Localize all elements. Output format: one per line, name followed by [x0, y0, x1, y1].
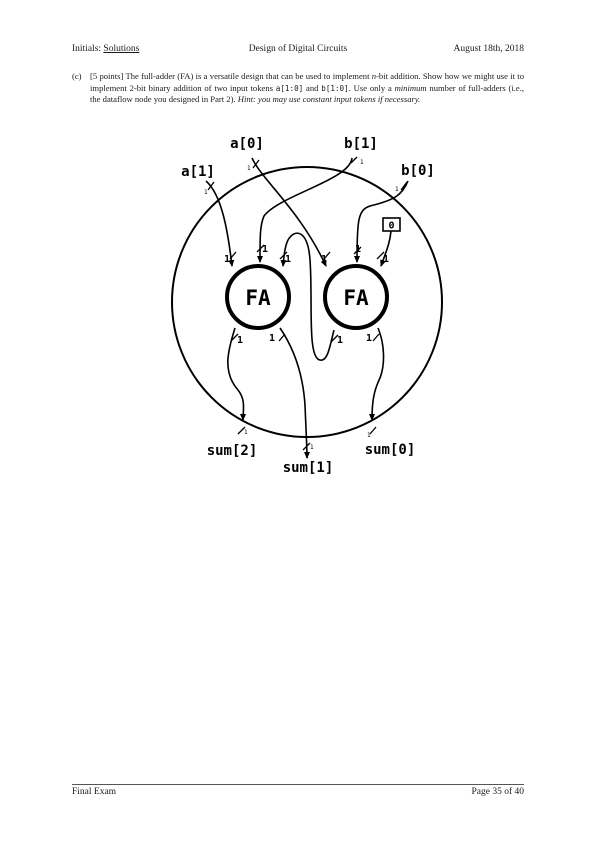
fa-label-left: FA [245, 286, 271, 310]
bw-a0: 1 [247, 165, 251, 172]
fa-node-right [323, 264, 389, 330]
bw-fa1-in2: 1 [262, 244, 268, 255]
header-course: Design of Digital Circuits [248, 44, 348, 54]
bit-width-ticks [207, 156, 408, 451]
enclosing-circle [171, 166, 443, 438]
problem-label: (c) [72, 71, 82, 81]
bw-b1: 1 [360, 159, 364, 166]
wire-a0 [251, 157, 327, 267]
problem-n: n [371, 71, 377, 81]
problem-text-4: . Use only a [348, 82, 395, 93]
wire-b0 [354, 180, 409, 263]
wire-sum0 [369, 327, 385, 421]
constant-zero-label: 0 [388, 221, 394, 232]
bw-sum0: 1 [367, 432, 371, 439]
initials-value: Solutions [103, 44, 140, 54]
footer-exam: Final Exam [72, 787, 117, 797]
wire-b1 [257, 157, 353, 263]
output-sum2-label: sum[2] [207, 443, 258, 459]
problem-minimum: minimum [394, 82, 427, 93]
output-sum0-label: sum[0] [365, 442, 416, 458]
header-date: August 18th, 2018 [453, 44, 524, 54]
bw-fa2-sum: 1 [366, 333, 372, 344]
code-b: b[1:0] [321, 83, 349, 93]
footer-divider [72, 784, 524, 785]
problem-statement: (c) [5 points] The full-adder (FA) is a … [72, 71, 524, 106]
bw-fa1-cout: 1 [237, 335, 243, 346]
problem-text-5: number of full-adders (i.e., the dataflo… [90, 82, 524, 105]
bw-fa1-cin: 1 [285, 254, 291, 265]
problem-hint: Hint: you may use constant input tokens … [237, 94, 421, 105]
bw-fa2-cin: 1 [383, 254, 389, 265]
wire-sum2 [227, 327, 247, 421]
header-initials: Initials: Solutions [72, 44, 139, 54]
footer-page: Page 35 of 40 [471, 787, 524, 797]
bw-fa2-in2: 1 [355, 244, 361, 255]
code-a: a[1:0] [275, 83, 304, 93]
fa-node-left [225, 264, 291, 330]
wire-constant [380, 230, 392, 267]
problem-body: [5 points] The full-adder (FA) is a vers… [90, 71, 524, 106]
initials-label: Initials: [72, 44, 102, 54]
constant-zero-box [382, 217, 401, 232]
fa-label-right: FA [343, 286, 369, 310]
input-a1-label: a[1] [181, 164, 215, 180]
bw-fa2-in1: 1 [321, 254, 327, 265]
bw-fa2-cout: 1 [337, 335, 343, 346]
problem-text-2: -bit addition. Show how we might use it … [90, 71, 524, 93]
bw-fa1-in1: 1 [224, 254, 230, 265]
input-b0-label: b[0] [401, 163, 435, 179]
problem-text-3: and [303, 82, 322, 93]
bw-b0: 1 [395, 186, 399, 193]
input-b1-label: b[1] [344, 136, 378, 152]
bw-sum1: 1 [310, 444, 314, 451]
input-a0-label: a[0] [230, 136, 264, 152]
bw-sum2: 1 [244, 429, 248, 436]
problem-text-1: The full-adder (FA) is a versatile desig… [125, 71, 372, 81]
output-sum1-label: sum[1] [283, 460, 334, 476]
wire-sum1 [279, 327, 310, 459]
bit-width-labels: 1 1 1 1 1 1 1 1 1 1 1 1 1 1 1 1 1 [204, 159, 399, 451]
bw-fa1-sum: 1 [269, 333, 275, 344]
bw-a1: 1 [204, 189, 208, 196]
wire-carry-loop [280, 232, 335, 361]
problem-points: [5 points] [90, 71, 124, 81]
